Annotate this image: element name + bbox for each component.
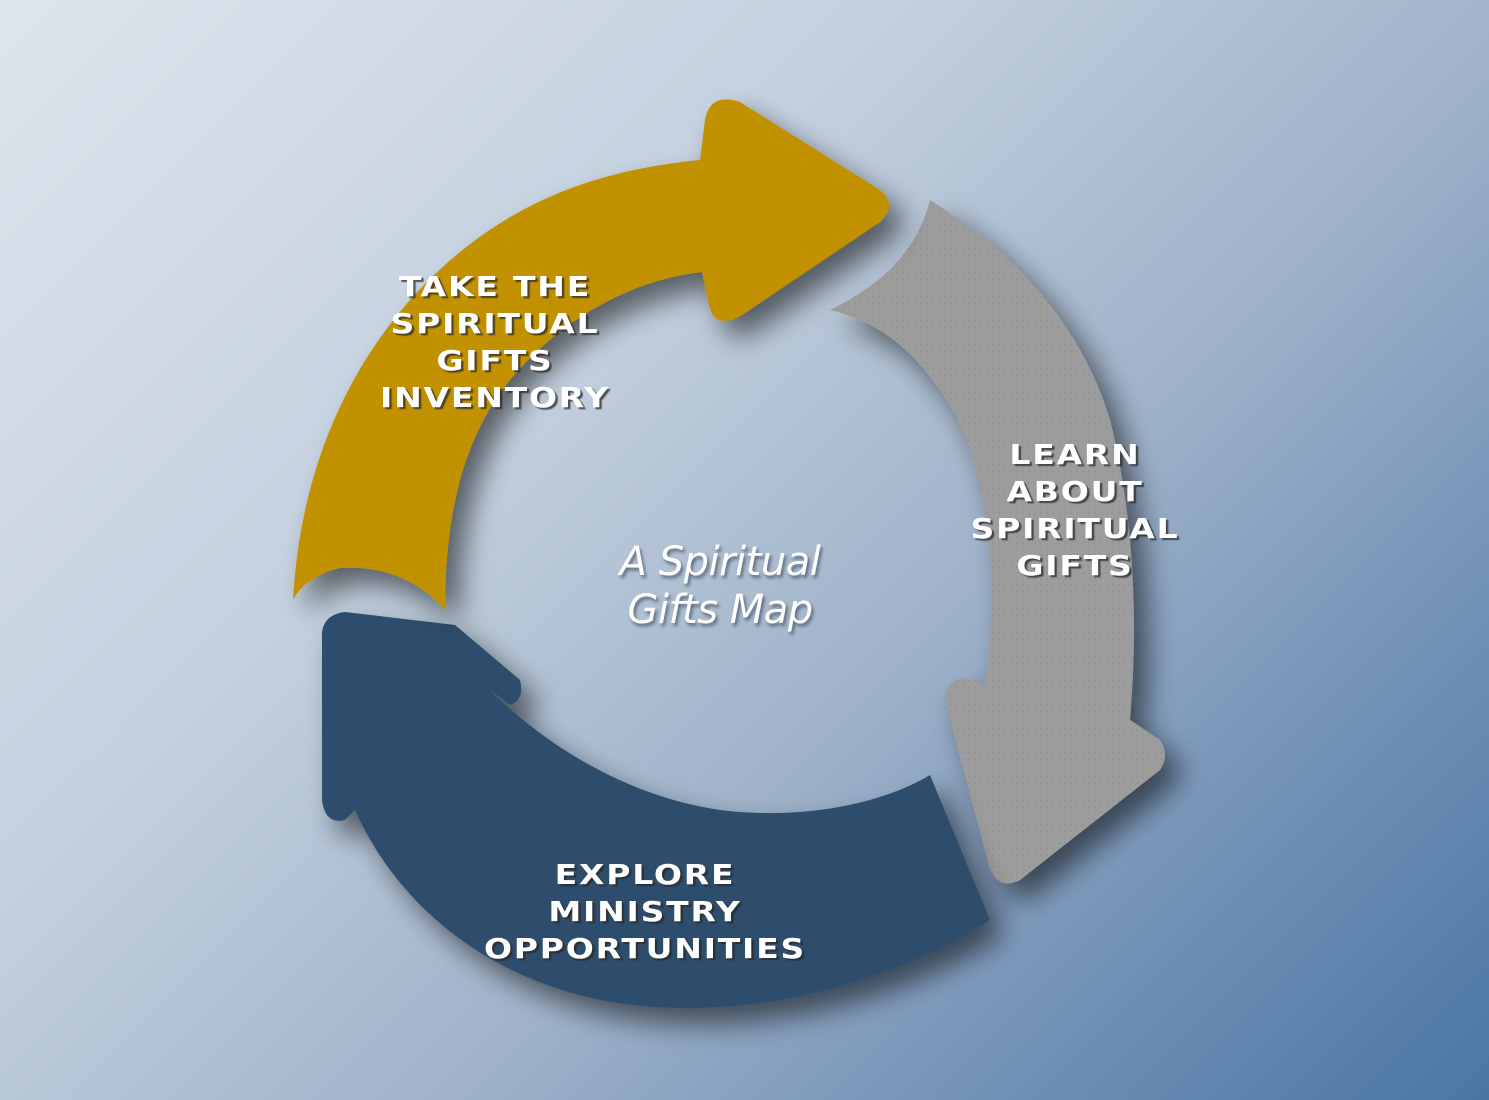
step-label-explore-ministry: EXPLORE MINISTRY OPPORTUNITIES [439, 856, 852, 967]
diagram-title-line-1: A Spiritual [619, 539, 821, 585]
step-label-line: GIFTS [436, 344, 554, 377]
step-label-learn-gifts: LEARN ABOUT SPIRITUAL GIFTS [939, 436, 1210, 584]
step-label-line: LEARN [1009, 438, 1141, 471]
arrow-learn-gifts [830, 200, 1165, 884]
arrow-take-inventory [293, 99, 889, 611]
diagram-title-line-2: Gifts Map [627, 587, 813, 633]
step-label-line: SPIRITUAL [390, 307, 600, 340]
step-label-line: EXPLORE [554, 858, 736, 891]
step-label-line: INVENTORY [380, 381, 610, 414]
step-label-line: OPPORTUNITIES [483, 932, 807, 965]
step-label-line: ABOUT [1006, 475, 1144, 508]
step-label-line: TAKE THE [398, 270, 592, 303]
arrow-explore-ministry [321, 612, 990, 1009]
step-label-line: GIFTS [1016, 549, 1134, 582]
step-label-line: MINISTRY [548, 895, 742, 928]
diagram-title: A Spiritual Gifts Map [560, 538, 880, 634]
step-label-line: SPIRITUAL [970, 512, 1180, 545]
step-label-take-inventory: TAKE THE SPIRITUAL GIFTS INVENTORY [359, 268, 630, 416]
